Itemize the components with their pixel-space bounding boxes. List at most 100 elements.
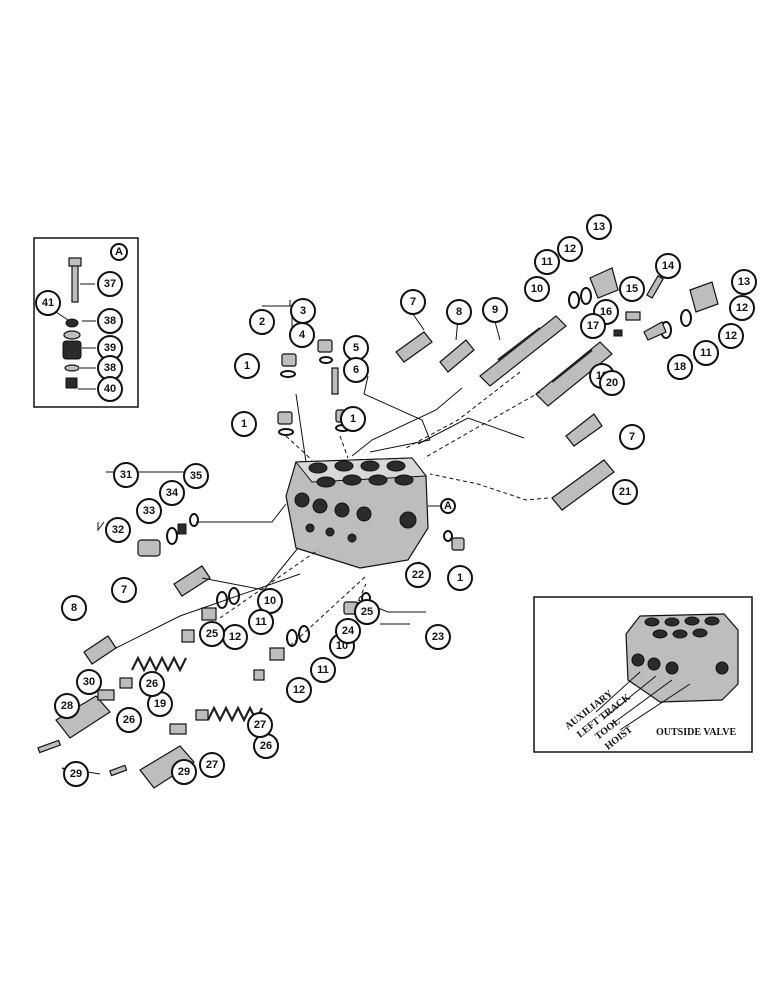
callout-8: 8	[61, 595, 87, 621]
bolt-part	[71, 261, 79, 303]
svg-text:12: 12	[564, 243, 576, 255]
svg-text:A: A	[115, 246, 123, 258]
cap-part	[689, 281, 719, 313]
svg-text:28: 28	[61, 700, 73, 712]
outside-valve-inset: AUXILIARY LEFT TRACK TOOL HOIST OUTSIDE …	[533, 596, 753, 753]
seat-part	[181, 629, 195, 643]
svg-text:23: 23	[432, 631, 444, 643]
bolt-part	[37, 739, 62, 754]
svg-text:3: 3	[300, 305, 306, 317]
callout-13: 13	[586, 214, 612, 240]
svg-text:25: 25	[361, 606, 373, 618]
callout-15: 15	[619, 276, 645, 302]
callout-11: 11	[534, 249, 560, 275]
callout-20: 20	[599, 370, 625, 396]
washer-part	[269, 647, 285, 661]
svg-text:12: 12	[725, 330, 737, 342]
callout-37: 37	[97, 271, 123, 297]
svg-text:9: 9	[492, 304, 498, 316]
callout-38a: 38	[97, 308, 123, 334]
seat-part	[253, 669, 265, 681]
svg-text:13: 13	[738, 276, 750, 288]
callout-40: 40	[97, 376, 123, 402]
plug-part	[277, 411, 293, 425]
callout-7: 7	[619, 424, 645, 450]
bolt-part	[109, 764, 128, 777]
svg-text:16: 16	[600, 306, 612, 318]
svg-text:27: 27	[254, 719, 266, 731]
svg-text:19: 19	[154, 698, 166, 710]
svg-text:21: 21	[619, 486, 631, 498]
svg-text:7: 7	[629, 431, 635, 443]
outside-valve-title: OUTSIDE VALVE	[656, 727, 736, 738]
pin-part	[646, 275, 664, 299]
callout-5: 5	[343, 335, 369, 361]
svg-text:31: 31	[120, 469, 132, 481]
svg-text:1: 1	[244, 360, 250, 372]
adapter-part	[625, 311, 641, 321]
adapter-part	[97, 689, 115, 701]
svg-text:4: 4	[299, 329, 306, 341]
callout-8: 8	[446, 299, 472, 325]
svg-text:10: 10	[531, 283, 543, 295]
callout-1: 1	[447, 565, 473, 591]
callout-31: 31	[113, 462, 139, 488]
svg-text:18: 18	[674, 361, 686, 373]
svg-text:13: 13	[593, 221, 605, 233]
svg-text:12: 12	[293, 684, 305, 696]
plug-part	[451, 537, 465, 551]
svg-text:22: 22	[412, 569, 424, 581]
plug-part	[281, 353, 297, 367]
svg-text:7: 7	[410, 296, 416, 308]
svg-text:41: 41	[42, 297, 54, 309]
rubber-mount-part	[62, 340, 82, 360]
svg-text:11: 11	[317, 664, 329, 676]
svg-text:12: 12	[229, 631, 241, 643]
svg-text:24: 24	[342, 625, 355, 637]
callout-7: 7	[111, 577, 137, 603]
cover-part	[55, 695, 111, 739]
a-marker: A	[428, 498, 456, 514]
svg-text:38: 38	[104, 362, 116, 374]
adapter-part	[643, 321, 667, 341]
svg-text:40: 40	[104, 383, 116, 395]
svg-text:34: 34	[166, 487, 179, 499]
callout-9: 9	[482, 297, 508, 323]
spool-part	[479, 315, 567, 387]
callout-30: 30	[76, 669, 102, 695]
svg-text:12: 12	[736, 302, 748, 314]
bolt-head-part	[68, 257, 82, 267]
callout-34: 34	[159, 480, 185, 506]
washer-part	[64, 364, 80, 372]
svg-text:25: 25	[206, 628, 218, 640]
nut-part	[65, 377, 78, 389]
callout-13: 13	[731, 269, 757, 295]
callout-7: 7	[400, 289, 426, 315]
svg-text:20: 20	[606, 377, 618, 389]
callout-12: 12	[557, 236, 583, 262]
fitting-part	[439, 339, 475, 373]
callout-6: 6	[343, 357, 369, 383]
svg-text:1: 1	[457, 572, 463, 584]
callout-12: 12	[222, 624, 248, 650]
seat-part	[195, 709, 209, 721]
svg-text:8: 8	[71, 602, 77, 614]
svg-text:8: 8	[456, 306, 462, 318]
screw-part	[331, 367, 339, 395]
callout-21: 21	[612, 479, 638, 505]
callout-1: 1	[234, 353, 260, 379]
svg-text:37: 37	[104, 278, 116, 290]
callout-1: 1	[231, 411, 257, 437]
callout-29: 29	[63, 761, 89, 787]
svg-text:38: 38	[104, 315, 116, 327]
callout-10: 10	[524, 276, 550, 302]
callout-12: 12	[718, 323, 744, 349]
spring-part	[131, 655, 187, 673]
callout-18: 18	[667, 354, 693, 380]
svg-text:7: 7	[121, 584, 127, 596]
outside-valve-frame	[533, 596, 753, 753]
callout-28: 28	[54, 693, 80, 719]
callout-1: 1	[340, 406, 366, 432]
inset-a: A 37 41 38 39 38 40	[33, 237, 139, 408]
